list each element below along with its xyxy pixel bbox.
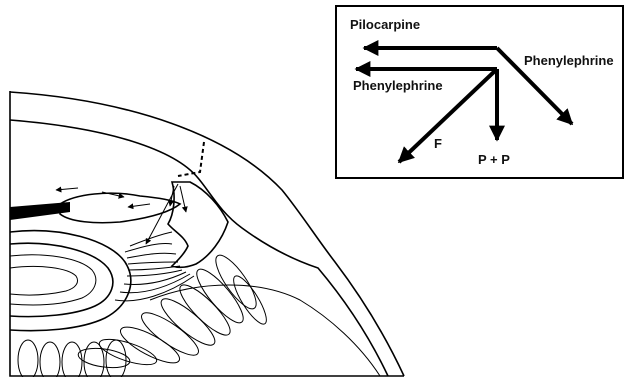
ciliary-body xyxy=(168,182,228,267)
lower-ciliary-processes xyxy=(18,340,126,379)
iris-arrow-inward xyxy=(128,204,150,207)
label-f: F xyxy=(434,136,442,151)
iris-dark-band xyxy=(10,202,70,220)
lens-core xyxy=(10,266,78,295)
iris xyxy=(60,193,180,223)
label-pilocarpine: Pilocarpine xyxy=(350,17,420,32)
label-phenylephrine-right: Phenylephrine xyxy=(524,53,614,68)
lens-cortex xyxy=(10,243,113,316)
iris-arrow-left xyxy=(56,188,78,190)
label-phenylephrine-left: Phenylephrine xyxy=(353,78,443,93)
choroid-line xyxy=(150,285,380,376)
lens-nucleus xyxy=(10,255,96,305)
ciliary-processes xyxy=(77,250,272,370)
force-vector-inset: Pilocarpine Phenylephrine Phenylephrine … xyxy=(336,6,623,178)
label-p-plus-p: P + P xyxy=(478,152,510,167)
ciliary-arrow-down xyxy=(180,186,186,212)
